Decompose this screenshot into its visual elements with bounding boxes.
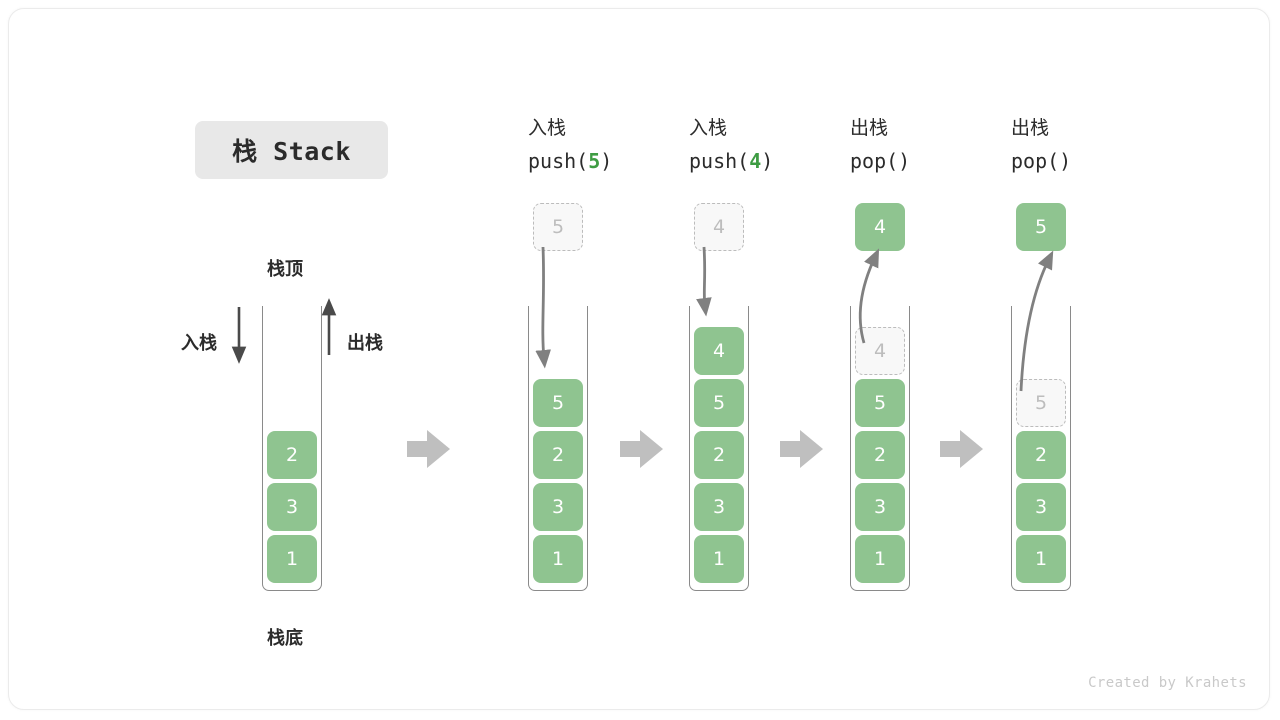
stack-cell: 2 [533,431,583,479]
column-code-label: push(4) [689,149,774,173]
floating-cell: 4 [694,203,744,251]
stack-cell: 3 [1016,483,1066,531]
stack-cell: 5 [855,379,905,427]
stack-cell: 1 [267,535,317,583]
stack-cell: 3 [855,483,905,531]
stack-cell: 2 [694,431,744,479]
floating-cell: 5 [1016,203,1066,251]
column-operation-label: 入栈 [689,117,728,139]
stack-cell: 1 [1016,535,1066,583]
stack-cell: 4 [694,327,744,375]
stack-cell: 1 [533,535,583,583]
stack-cell: 1 [855,535,905,583]
stack-cell: 2 [855,431,905,479]
stack-cell: 3 [533,483,583,531]
arrow-overlay [231,246,1054,468]
stack-cell: 5 [694,379,744,427]
transition-arrow-3 [780,430,823,468]
column-code-value: 4 [749,149,762,173]
stack-cell: 3 [267,483,317,531]
transition-arrow-2 [620,430,663,468]
stack-outline [1011,306,1071,591]
floating-cell: 5 [533,203,583,251]
column-operation-label: 出栈 [1011,117,1050,139]
stack-bottom-label: 栈底 [267,628,303,649]
stack-cell-ghost: 5 [1016,379,1066,427]
stack-cell: 5 [533,379,583,427]
column-code-label: pop() [1011,149,1072,173]
column-header-1: 入栈 push(5) [528,117,613,173]
transition-arrow-1 [407,430,450,468]
stack-top-label: 栈顶 [267,259,303,280]
column-code-label: pop() [850,149,911,173]
pop-direction-label: 出栈 [347,333,383,354]
push-direction-label: 入栈 [181,333,217,354]
column-header-2: 入栈 push(4) [689,117,774,173]
stack-outline [262,306,322,591]
stack-cell: 1 [694,535,744,583]
watermark: Created by Krahets [1088,675,1247,691]
stack-outline [528,306,588,591]
stack-cell-ghost: 4 [855,327,905,375]
stack-cell: 2 [1016,431,1066,479]
stack-outline [850,306,910,591]
stack-cell: 3 [694,483,744,531]
column-header-4: 出栈 pop() [1011,117,1072,173]
floating-cell: 4 [855,203,905,251]
stack-outline [689,306,749,591]
transition-arrow-4 [940,430,983,468]
op-arrow-col-2 [696,246,712,317]
column-operation-label: 出栈 [850,117,889,139]
column-header-3: 出栈 pop() [850,117,911,173]
column-code-label: push(5) [528,149,613,173]
stack-cell: 2 [267,431,317,479]
column-operation-label: 入栈 [528,117,567,139]
title-badge: 栈 Stack [195,121,388,179]
column-code-value: 5 [588,149,601,173]
